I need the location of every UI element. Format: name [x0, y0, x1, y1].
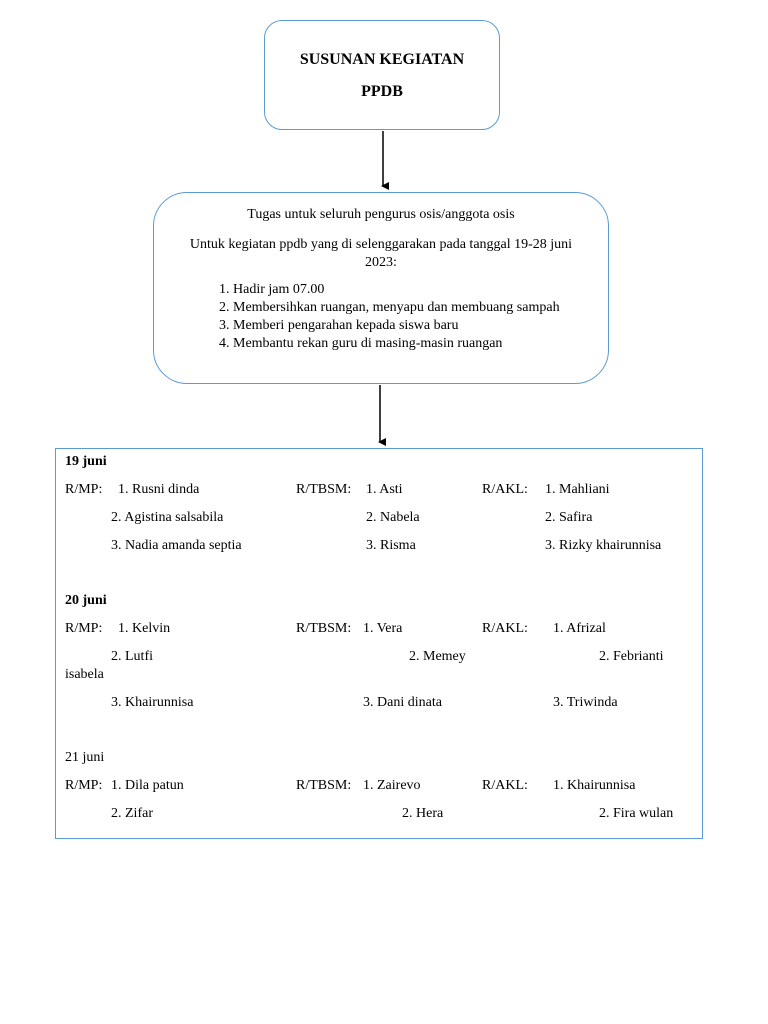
- name-item: 2. Agistina salsabila: [111, 510, 224, 525]
- day-date: 19 juni: [65, 454, 107, 469]
- name-item: 1. Rusni dinda: [118, 482, 200, 497]
- name-item: 2. Hera: [402, 806, 444, 821]
- name-item: 3. Nadia amanda septia: [111, 538, 242, 553]
- name-item: 1. Khairunnisa: [553, 778, 636, 793]
- title-line-2: PPDB: [361, 83, 403, 100]
- name-item: 3. Dani dinata: [363, 695, 442, 710]
- title-line-1: SUSUNAN KEGIATAN: [299, 51, 465, 68]
- name-item: 2. Safira: [545, 510, 593, 525]
- name-item: 3. Triwinda: [553, 695, 618, 710]
- task-item: 1. Hadir jam 07.00: [219, 282, 325, 297]
- name-item: 1. Kelvin: [118, 621, 171, 636]
- name-item: 3. Risma: [366, 538, 416, 553]
- name-item: 2. Febrianti: [599, 649, 664, 664]
- room-label-akl: R/AKL:: [482, 778, 528, 793]
- task-item: 4. Membantu rekan guru di masing-masin r…: [219, 336, 503, 351]
- name-item: 1. Dila patun: [111, 778, 184, 793]
- room-label-akl: R/AKL:: [482, 621, 528, 636]
- tasks-intro: Tugas untuk seluruh pengurus osis/anggot…: [247, 207, 515, 222]
- room-label-mp: R/MP:: [65, 621, 103, 636]
- title-box: SUSUNAN KEGIATAN PPDB: [264, 20, 500, 130]
- room-label-tbsm: R/TBSM:: [296, 778, 352, 793]
- day-date: 20 juni: [65, 593, 107, 608]
- name-item: 2. Zifar: [111, 806, 153, 821]
- name-item: 1. Zairevo: [363, 778, 421, 793]
- name-item: 1. Afrizal: [553, 621, 606, 636]
- schedule-box: 19 juni R/MP: 1. Rusni dinda 2. Agistina…: [55, 448, 703, 839]
- name-item: 2. Lutfi: [111, 649, 153, 664]
- name-item: 1. Asti: [366, 482, 403, 497]
- name-item: 1. Vera: [363, 621, 403, 636]
- task-item: 3. Memberi pengarahan kepada siswa baru: [219, 318, 459, 333]
- day-date: 21 juni: [65, 750, 105, 765]
- name-item: 1. Mahliani: [545, 482, 610, 497]
- room-label-mp: R/MP:: [65, 482, 103, 497]
- tasks-period: Untuk kegiatan ppdb yang di selenggaraka…: [189, 237, 573, 270]
- room-label-tbsm: R/TBSM:: [296, 621, 352, 636]
- tasks-box: Tugas untuk seluruh pengurus osis/anggot…: [153, 192, 609, 384]
- name-item: 2. Fira wulan: [599, 806, 674, 821]
- name-item: 3. Khairunnisa: [111, 695, 194, 710]
- room-label-tbsm: R/TBSM:: [296, 482, 352, 497]
- name-item: 3. Rizky khairunnisa: [545, 538, 662, 553]
- task-list: 1. Hadir jam 07.00 2. Membersihkan ruang…: [219, 281, 568, 353]
- task-item: 2. Membersihkan ruangan, menyapu dan mem…: [219, 300, 560, 315]
- name-item-wrap: isabela: [65, 667, 104, 682]
- room-label-mp: R/MP:: [65, 778, 103, 793]
- room-label-akl: R/AKL:: [482, 482, 528, 497]
- name-item: 2. Memey: [409, 649, 466, 664]
- name-item: 2. Nabela: [366, 510, 420, 525]
